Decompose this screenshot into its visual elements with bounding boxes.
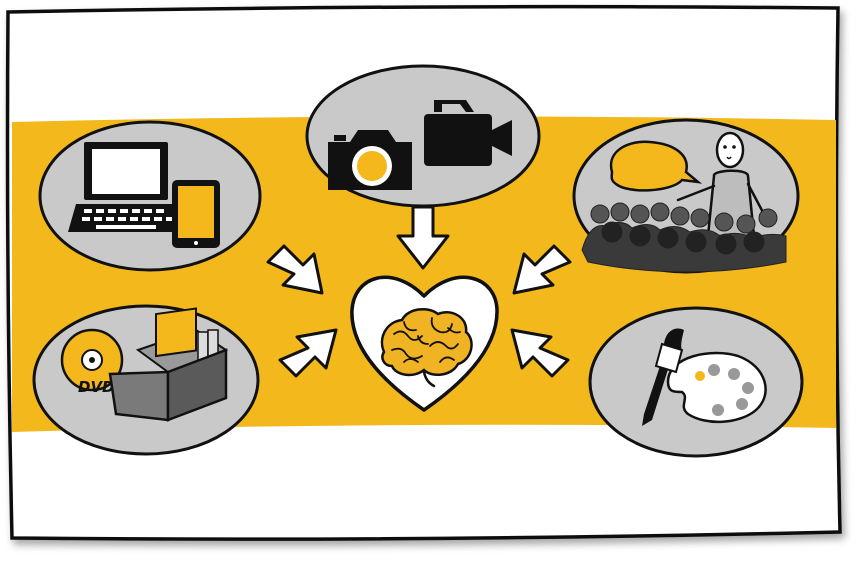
node-devices	[38, 120, 262, 272]
brain-icon	[380, 307, 473, 388]
audience-crowd-icon	[581, 202, 787, 273]
node-speaking	[572, 118, 800, 274]
dvd-label: DVD	[78, 378, 115, 396]
arrow-media-to-center	[278, 328, 338, 378]
camcorder-icon	[424, 100, 512, 166]
laptop-tablet-icon	[68, 142, 220, 248]
center-heart-node	[350, 275, 499, 412]
dvd-box-icon	[108, 307, 229, 422]
speech-bubble-icon	[609, 140, 703, 192]
camera-icon	[328, 130, 412, 190]
paintbrush-icon	[642, 328, 684, 426]
node-art	[588, 306, 804, 458]
arrow-art-to-center	[510, 328, 570, 378]
palette-icon	[666, 351, 767, 424]
arrow-devices-to-center	[266, 244, 324, 295]
arrow-speaking-to-center	[512, 244, 572, 295]
arrow-recording-to-center	[396, 205, 450, 270]
node-media: DVD	[32, 304, 260, 456]
node-recording	[305, 64, 541, 208]
dvd-disc-icon: DVD	[60, 328, 124, 396]
